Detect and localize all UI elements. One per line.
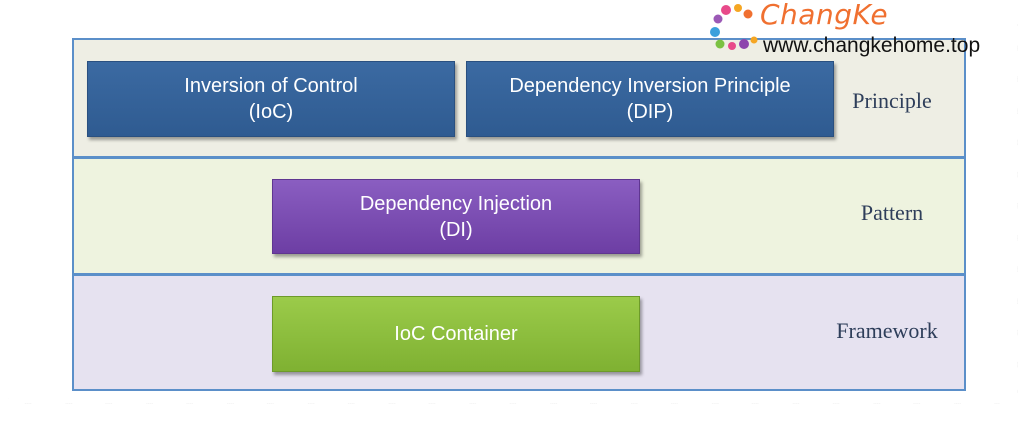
dip-box: Dependency Inversion Principle (DIP) [466,61,834,137]
watermark-url: www.changkehome.top [763,34,981,57]
framework-layer-label: Framework [836,318,938,343]
di-box: Dependency Injection (DI) [272,179,640,254]
dip-title: Dependency Inversion Principle [509,75,791,97]
ioc-box: Inversion of Control (IoC) [87,61,455,137]
watermark-brand: ChangKe [760,0,889,31]
di-title: Dependency Injection [359,192,553,215]
ioc-abbr: (IoC) [248,101,294,123]
ioc-container-box: IoC Container [272,296,640,372]
ioc-title: Inversion of Control [184,75,358,97]
pattern-layer-label: Pattern [860,200,924,225]
watermark-logo-icon [710,4,758,50]
ioc-container-title: IoC Container [394,323,518,345]
principle-layer-label: Principle [852,88,932,113]
dip-abbr: (DIP) [626,101,674,123]
di-abbr: (DI) [439,218,473,241]
